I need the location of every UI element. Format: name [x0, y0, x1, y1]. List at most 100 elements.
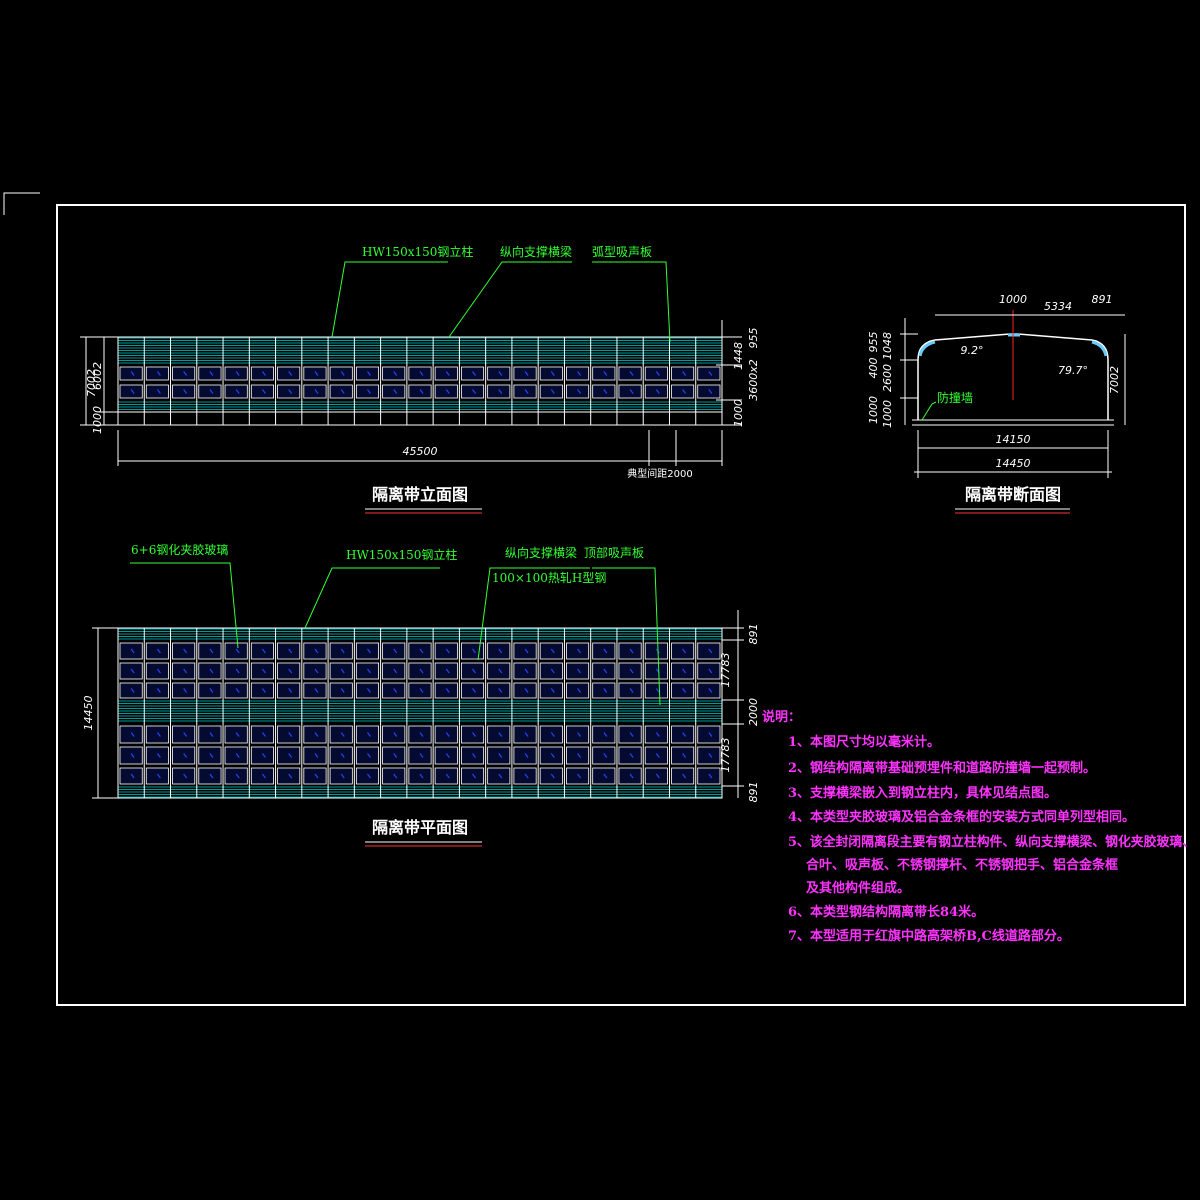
glass-panel: [198, 725, 222, 744]
glass-panel: [460, 642, 485, 660]
glass-panel: [513, 384, 537, 399]
glass-panel: [460, 746, 485, 765]
leader-line: [304, 567, 440, 629]
glass-panel: [644, 682, 668, 699]
note-item: 3、支撑横梁嵌入到钢立柱内，具体见结点图。: [788, 785, 1057, 801]
glass-mark: [603, 668, 608, 674]
glass-mark: [340, 389, 345, 394]
dim-text: 1448: [732, 342, 745, 370]
glass-mark: [682, 688, 687, 693]
glass-panel: [408, 366, 432, 381]
glass-mark: [393, 732, 398, 737]
glass-panel: [671, 746, 695, 765]
glass-mark: [419, 389, 424, 394]
callout-label: 弧型吸声板: [592, 245, 652, 259]
glass-panel: [198, 642, 222, 660]
glass-panel: [329, 682, 353, 699]
glass-mark: [130, 688, 135, 693]
glass-panel: [198, 767, 222, 785]
glass-mark: [472, 773, 477, 779]
glass-mark: [156, 389, 161, 394]
glass-mark: [183, 753, 188, 758]
glass-panel: [644, 662, 668, 680]
glass-mark: [577, 668, 582, 674]
glass-panel: [303, 725, 327, 744]
glass-mark: [603, 389, 608, 394]
glass-mark: [288, 371, 293, 376]
glass-mark: [419, 371, 424, 376]
glass-panel: [224, 682, 248, 699]
glass-panel: [145, 746, 169, 765]
glass-panel: [250, 384, 274, 399]
dim-text: 1000: [881, 400, 894, 428]
glass-panel: [303, 384, 327, 399]
glass-mark: [629, 688, 634, 693]
elevation-title: 隔离带立面图: [372, 485, 468, 504]
glass-panel: [566, 366, 590, 381]
dim-text: 典型间距2000: [627, 467, 692, 480]
glass-mark: [472, 753, 477, 758]
dim-text: 955: [747, 328, 760, 349]
glass-mark: [603, 688, 608, 693]
glass-mark: [419, 732, 424, 737]
glass-panel: [539, 366, 563, 381]
glass-mark: [498, 688, 503, 693]
glass-panel: [277, 366, 301, 381]
glass-mark: [314, 753, 319, 758]
glass-panel: [592, 682, 616, 699]
glass-mark: [183, 389, 188, 394]
glass-mark: [550, 732, 555, 737]
glass-panel: [303, 366, 327, 381]
glass-panel: [224, 642, 248, 660]
glass-panel: [513, 767, 537, 785]
glass-mark: [130, 753, 135, 758]
glass-mark: [261, 389, 266, 394]
glass-mark: [577, 389, 582, 394]
note-item: 合叶、吸声板、不锈钢撑杆、不锈钢把手、铝合金条框: [806, 857, 1118, 873]
glass-panel: [119, 682, 143, 699]
glass-mark: [629, 732, 634, 737]
glass-mark: [629, 753, 634, 758]
glass-panel: [618, 366, 642, 381]
glass-panel: [198, 746, 222, 765]
glass-panel: [355, 642, 380, 660]
glass-mark: [550, 773, 555, 779]
glass-panel: [644, 384, 668, 399]
glass-mark: [393, 773, 398, 779]
glass-mark: [156, 732, 161, 737]
note-item: 6、本类型钢结构隔离带长84米。: [788, 904, 984, 920]
glass-panel: [434, 682, 458, 699]
section-arc: [918, 340, 936, 357]
glass-mark: [288, 732, 293, 737]
glass-mark: [183, 732, 188, 737]
glass-panel: [382, 384, 406, 399]
note-item: 1、本图尺寸均以毫米计。: [788, 734, 940, 750]
glass-panel: [329, 746, 353, 765]
glass-panel: [303, 767, 327, 785]
glass-mark: [498, 648, 503, 654]
glass-panel: [566, 767, 590, 785]
glass-mark: [235, 668, 240, 674]
glass-panel: [224, 384, 248, 399]
dim-text: 14150: [996, 433, 1031, 446]
glass-panel: [434, 642, 458, 660]
glass-panel: [329, 662, 353, 680]
glass-panel: [434, 746, 458, 765]
glass-panel: [119, 642, 143, 660]
section-title: 隔离带断面图: [965, 485, 1061, 504]
glass-panel: [382, 642, 406, 660]
glass-mark: [682, 371, 687, 376]
glass-mark: [235, 688, 240, 693]
dim-text: 7002: [85, 369, 98, 397]
dim-text: 14450: [82, 696, 95, 731]
glass-mark: [209, 732, 214, 737]
plan-outline: [117, 627, 723, 799]
glass-panel: [355, 366, 380, 381]
glass-panel: [539, 682, 563, 699]
glass-panel: [145, 366, 169, 381]
glass-mark: [629, 773, 634, 779]
glass-mark: [603, 753, 608, 758]
glass-mark: [235, 732, 240, 737]
glass-mark: [524, 773, 529, 779]
glass-mark: [524, 668, 529, 674]
